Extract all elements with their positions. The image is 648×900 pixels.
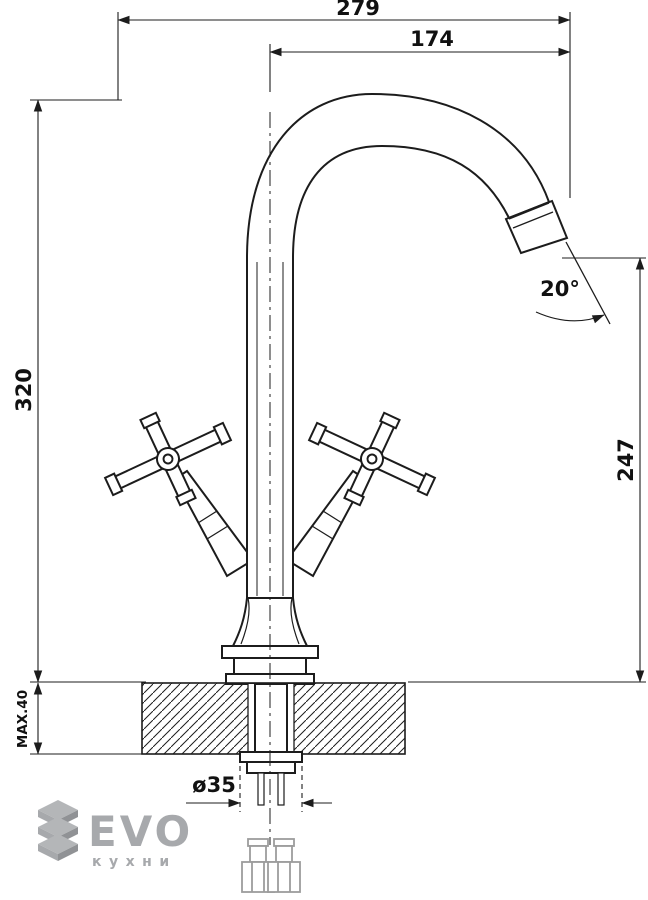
- dim-label-overall-depth: 279: [336, 0, 380, 20]
- dimension-lines: [30, 12, 646, 812]
- logo-cube-icon: [38, 800, 78, 861]
- dimension-total-height: [30, 99, 146, 683]
- brand-logo: EVO кухни: [38, 800, 193, 870]
- dimension-spout-reach: [269, 44, 571, 92]
- logo-brand-text: EVO: [88, 807, 193, 856]
- cross-handle-right: [307, 411, 437, 507]
- dimension-spout-angle: [535, 241, 611, 325]
- mounting-stud-right: [277, 772, 285, 806]
- mounting-stud-left: [257, 772, 265, 806]
- mounting-washer: [239, 751, 303, 763]
- dim-label-hole-diameter: ø35: [192, 773, 236, 797]
- dim-label-spout-reach: 174: [410, 27, 454, 51]
- logo-subtitle-text: кухни: [92, 854, 177, 870]
- dim-label-total-height: 320: [12, 368, 36, 412]
- hose-fitting-right: [267, 838, 301, 893]
- dimension-overall-depth: [117, 12, 571, 198]
- dim-label-spout-height: 247: [614, 438, 638, 482]
- logo-slab-3: [38, 834, 78, 861]
- dimension-hole-diameter: [186, 766, 332, 812]
- spout-aerator: [504, 199, 569, 255]
- mounting-shank: [254, 683, 288, 753]
- cross-handle-left: [103, 411, 233, 507]
- dim-label-spout-angle: 20°: [540, 277, 580, 301]
- base-bell-inner-right: [290, 597, 300, 645]
- mounting-nut: [246, 761, 296, 774]
- dimension-max-thickness: [30, 682, 146, 755]
- dimension-spout-height: [408, 257, 646, 683]
- spout-body-outline: [246, 92, 551, 599]
- hose-fittings: [241, 838, 301, 893]
- base-bell-inner-left: [240, 597, 250, 645]
- dim-label-max-thickness: MAX.40: [15, 690, 31, 748]
